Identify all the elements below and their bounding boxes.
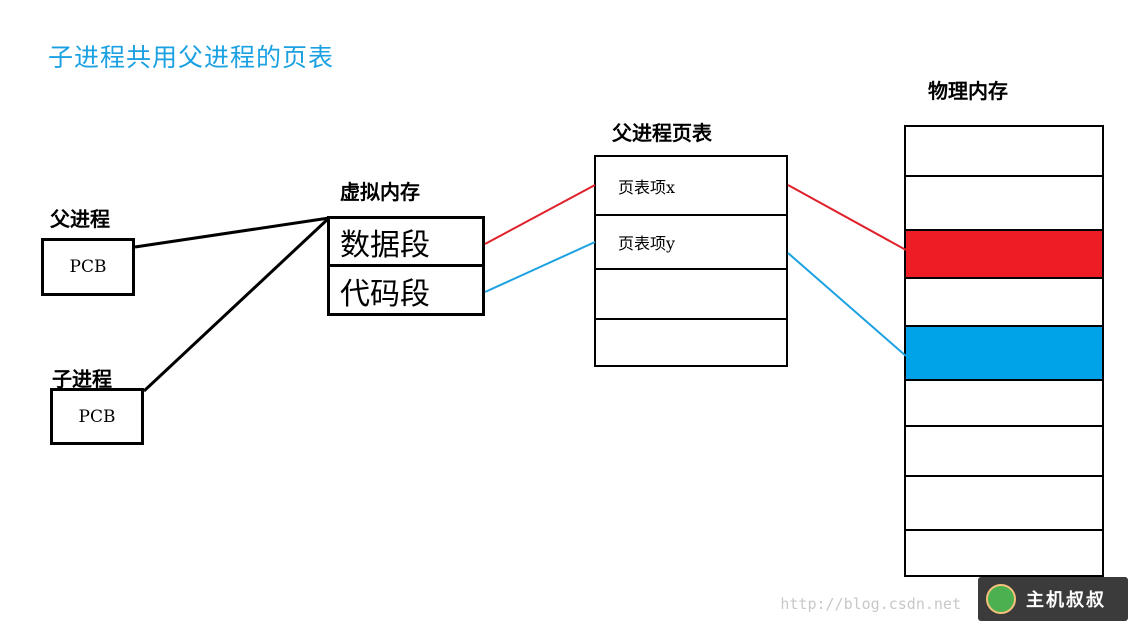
memory-frame: [906, 127, 1102, 177]
parent-pcb-label: PCB: [69, 257, 107, 277]
entry-y-to-frame-line: [787, 252, 907, 357]
virtual-memory-box: 数据段 代码段: [327, 216, 485, 316]
memory-frame: [906, 477, 1102, 531]
physical-memory-box: [904, 125, 1104, 577]
child-pcb-label: PCB: [78, 406, 116, 427]
child-to-vm-line: [142, 216, 331, 393]
code-segment: 代码段: [340, 277, 430, 312]
avatar: [986, 584, 1016, 614]
parent-process-label: 父进程: [50, 207, 110, 231]
page-table-entry-x: 页表项x: [596, 157, 786, 216]
page-table-entry-y: 页表项y: [596, 216, 786, 270]
memory-frame-data: [906, 231, 1102, 279]
watermark-badge: 主机叔叔: [978, 577, 1128, 621]
code-to-entry-y-line: [484, 241, 596, 293]
data-segment: 数据段: [330, 219, 482, 267]
memory-frame-code: [906, 327, 1102, 381]
physical-memory-label: 物理内存: [928, 79, 1008, 103]
data-to-entry-x-line: [484, 184, 596, 245]
page-table-box: 页表项x 页表项y: [594, 155, 788, 367]
memory-frame: [906, 427, 1102, 477]
page-table-entry: [596, 270, 786, 320]
child-pcb-box: PCB: [50, 388, 144, 445]
parent-pcb-box: PCB: [41, 238, 135, 296]
child-process-label: 子进程: [52, 367, 112, 391]
watermark-url: http://blog.csdn.net: [780, 595, 961, 613]
page-table-label: 父进程页表: [612, 121, 712, 145]
watermark-text: 主机叔叔: [1026, 590, 1106, 611]
entry-x-to-frame-line: [787, 184, 907, 251]
page-title: 子进程共用父进程的页表: [48, 43, 335, 72]
memory-frame: [906, 177, 1102, 231]
memory-frame: [906, 381, 1102, 427]
parent-to-vm-line: [134, 216, 330, 249]
virtual-memory-label: 虚拟内存: [340, 180, 420, 204]
memory-frame: [906, 279, 1102, 327]
